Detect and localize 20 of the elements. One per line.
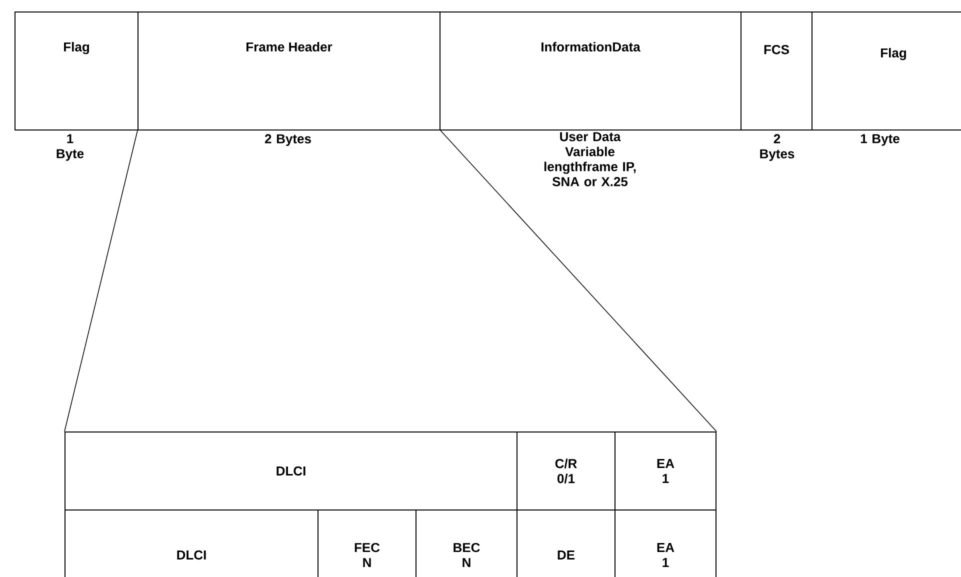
table-cell: DLCI bbox=[64, 509, 318, 577]
table-cell: EA 1 bbox=[614, 431, 716, 510]
table-cell: C/R 0/1 bbox=[516, 431, 616, 510]
size-label: 1 Byte bbox=[56, 134, 84, 161]
field-box: Frame Header bbox=[138, 12, 440, 130]
leader-line bbox=[440, 130, 717, 432]
field-box: Flag bbox=[14, 12, 138, 130]
size-label: 2 Bytes bbox=[760, 134, 794, 161]
size-label: 2 Bytes bbox=[264, 134, 311, 146]
size-label: 1 Byte bbox=[860, 134, 900, 146]
table-cell: EA 1 bbox=[614, 509, 716, 577]
field-box: Flag bbox=[812, 12, 961, 130]
field-box: FCS bbox=[740, 12, 812, 130]
table-cell: DE bbox=[516, 509, 616, 577]
table-cell: FEC N bbox=[318, 509, 416, 577]
field-box: InformationData bbox=[440, 12, 742, 130]
table-cell: DLCI bbox=[64, 431, 518, 510]
size-label: User Data Variable lengthframe IP, SNA or X.25 bbox=[544, 132, 636, 186]
table-cell: BEC N bbox=[416, 509, 518, 577]
leader-line bbox=[64, 130, 138, 432]
